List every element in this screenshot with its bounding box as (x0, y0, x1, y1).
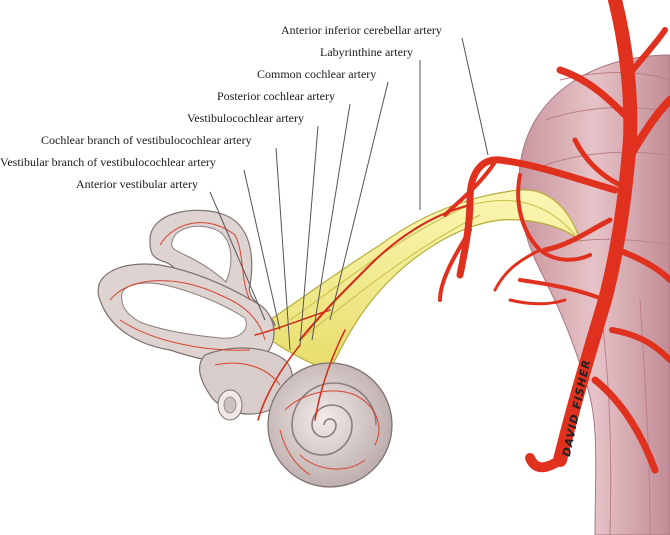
label-cochlear-branch: Cochlear branch of vestibulocochlear art… (41, 133, 252, 147)
label-common-cochlear-artery: Common cochlear artery (257, 67, 377, 81)
semicircular-canals (97, 209, 293, 421)
label-vestibular-branch: Vestibular branch of vestibulocochlear a… (0, 155, 216, 169)
label-labyrinthine-artery: Labyrinthine artery (320, 45, 413, 59)
labyrinth-vessels (109, 222, 380, 476)
leader-common-cochlear (329, 81, 389, 321)
leader-anterior-vestibular (209, 191, 266, 321)
leader-cochlear-branch (275, 147, 291, 351)
label-anterior-vestibular-artery: Anterior vestibular artery (76, 177, 198, 191)
leader-vestibular-branch (243, 169, 281, 331)
leader-posterior-cochlear (311, 103, 351, 341)
leader-vestibulocochlear (299, 125, 319, 346)
artery-network (254, 0, 670, 474)
leader-aica (461, 37, 489, 156)
vestibulocochlear-nerve (253, 189, 582, 371)
label-vestibulocochlear-artery: Vestibulocochlear artery (187, 111, 304, 125)
label-anterior-inferior-cerebellar-artery: Anterior inferior cerebellar artery (281, 23, 442, 37)
leader-lines (209, 37, 489, 351)
label-posterior-cochlear-artery: Posterior cochlear artery (217, 89, 335, 103)
